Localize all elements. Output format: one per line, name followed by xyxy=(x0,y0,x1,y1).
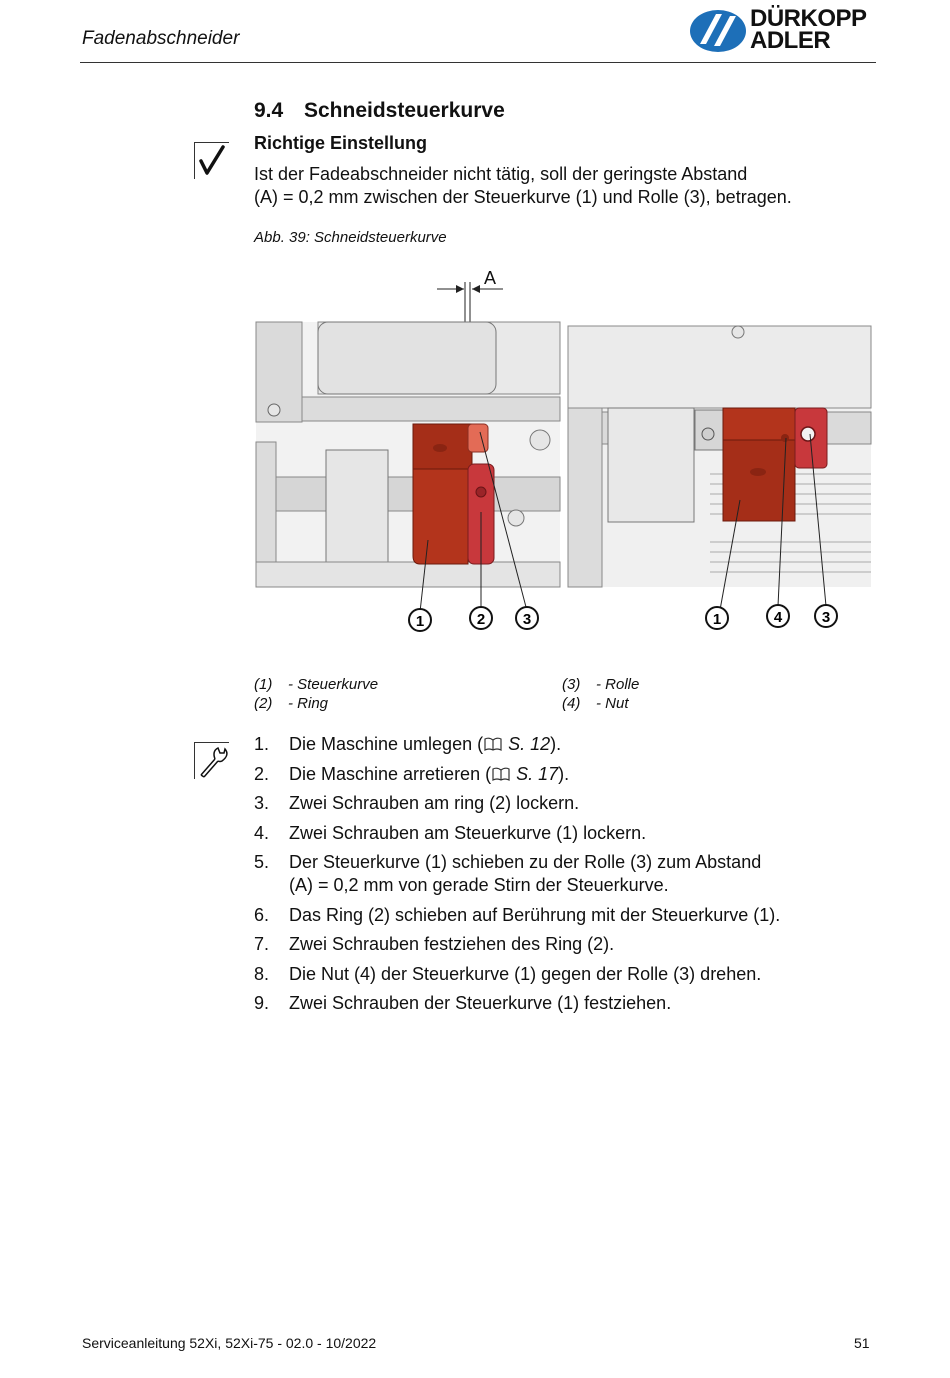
step-9: 9. Zwei Schrauben der Steuerkurve (1) fe… xyxy=(254,992,854,1015)
step-number: 1. xyxy=(254,734,270,754)
step-text: Der Steuerkurve (1) schieben zu der Roll… xyxy=(289,852,762,872)
brand-logo-icon xyxy=(690,10,746,52)
legend-num: (4) xyxy=(562,695,581,712)
step-4: 4. Zwei Schrauben am Steuerkurve (1) loc… xyxy=(254,822,854,845)
section-heading: 9.4 Schneidsteuerkurve xyxy=(254,99,505,123)
checkmark-icon xyxy=(194,142,229,179)
step-text: Das Ring (2) schieben auf Berührung mit … xyxy=(289,904,781,925)
step-8: 8. Die Nut (4) der Steuerkurve (1) gegen… xyxy=(254,963,854,986)
step-text: Zwei Schrauben am Steuerkurve (1) locker… xyxy=(289,822,647,843)
brand-line-2: ADLER xyxy=(750,27,831,54)
book-icon xyxy=(484,737,502,751)
correct-setting-heading: Richtige Einstellung xyxy=(254,133,428,153)
instruction-steps: 1. Die Maschine umlegen ( S. 12). 2. Die… xyxy=(254,733,854,1022)
step-7: 7. Zwei Schrauben festziehen des Ring (2… xyxy=(254,933,854,956)
correct-setting-text: Ist der Fadeabschneider nicht tätig, sol… xyxy=(254,163,874,209)
callout-right-3: 3 xyxy=(814,604,838,628)
page-reference-link[interactable]: S. 12 xyxy=(508,734,551,754)
footer-document-title: Serviceanleitung 52Xi, 52Xi-75 - 02.0 - … xyxy=(82,1335,377,1351)
callout-left-3-label: 3 xyxy=(523,611,531,628)
header-rule xyxy=(80,62,876,63)
legend-num: (2) xyxy=(254,695,273,712)
step-number: 8. xyxy=(254,963,270,984)
step-text: Die Maschine umlegen ( xyxy=(289,734,484,754)
step-number: 3. xyxy=(254,793,270,813)
callout-left-1: 1 xyxy=(408,608,432,632)
callout-right-4: 4 xyxy=(766,604,790,628)
header-section-name: Fadenabschneider xyxy=(82,28,240,49)
step-text: Zwei Schrauben der Steuerkurve (1) festz… xyxy=(289,993,672,1013)
step-number: 4. xyxy=(254,822,270,843)
callout-right-1: 1 xyxy=(705,606,729,630)
step-3: 3. Zwei Schrauben am ring (2) lockern. xyxy=(254,792,854,815)
step-6: 6. Das Ring (2) schieben auf Berührung m… xyxy=(254,904,854,927)
step-number: 6. xyxy=(254,904,270,925)
step-text: Die Nut (4) der Steuerkurve (1) gegen de… xyxy=(289,963,762,984)
callout-right-1-label: 1 xyxy=(713,611,721,628)
legend-num: (1) xyxy=(254,676,273,693)
brand-logo: DÜRKOPP ADLER xyxy=(688,6,878,56)
left-view xyxy=(255,321,561,613)
step-1: 1. Die Maschine umlegen ( S. 12). xyxy=(254,733,854,756)
figure-caption: Abb. 39: Schneidsteuerkurve xyxy=(254,229,447,246)
legend-label: - Ring xyxy=(288,695,329,712)
step-text: Die Maschine arretieren ( xyxy=(289,763,492,784)
callout-left-2-label: 2 xyxy=(477,611,485,628)
footer-page-number: 51 xyxy=(854,1335,870,1351)
legend-label: - Nut xyxy=(596,695,629,712)
legend-item-2: (2) - Ring xyxy=(254,695,328,712)
callout-right-3-label: 3 xyxy=(822,609,830,626)
page-reference-link[interactable]: S. 17 xyxy=(516,763,559,784)
callout-left-2: 2 xyxy=(469,606,493,630)
step-text-continued: (A) = 0,2 mm von gerade Stirn der Steuer… xyxy=(289,875,669,895)
legend-item-4: (4) - Nut xyxy=(562,695,629,712)
legend-item-3: (3) - Rolle xyxy=(562,676,639,693)
callout-left-3: 3 xyxy=(515,606,539,630)
step-2: 2. Die Maschine arretieren ( S. 17). xyxy=(254,763,854,786)
section-title: Schneidsteuerkurve xyxy=(304,99,505,122)
book-icon xyxy=(492,767,510,781)
cam-figure: A xyxy=(255,268,872,632)
step-number: 5. xyxy=(254,852,270,872)
brand-name: DÜRKOPP ADLER xyxy=(750,5,867,54)
section-number: 9.4 xyxy=(254,99,284,122)
dimension-label: A xyxy=(484,268,496,288)
correct-setting-line-1: Ist der Fadeabschneider nicht tätig, sol… xyxy=(254,164,748,184)
step-text: Zwei Schrauben am ring (2) lockern. xyxy=(289,793,580,813)
callout-left-1-label: 1 xyxy=(416,613,424,630)
right-view xyxy=(567,325,872,611)
legend-label: - Rolle xyxy=(596,676,640,693)
step-number: 2. xyxy=(254,763,270,784)
correct-setting-line-2: (A) = 0,2 mm zwischen der Steuerkurve (1… xyxy=(254,187,792,207)
step-text-end: ). xyxy=(550,734,562,754)
legend-num: (3) xyxy=(562,676,581,693)
brand-line-1: DÜRKOPP xyxy=(750,5,867,32)
step-number: 7. xyxy=(254,934,270,954)
step-number: 9. xyxy=(254,993,270,1013)
step-5: 5. Der Steuerkurve (1) schieben zu der R… xyxy=(254,851,854,897)
legend-label: - Steuerkurve xyxy=(288,676,379,693)
callout-right-4-label: 4 xyxy=(774,609,783,626)
step-text: Zwei Schrauben festziehen des Ring (2). xyxy=(289,934,615,954)
legend-item-1: (1) - Steuerkurve xyxy=(254,676,378,693)
wrench-icon xyxy=(194,742,229,779)
step-text-end: ). xyxy=(558,763,570,784)
